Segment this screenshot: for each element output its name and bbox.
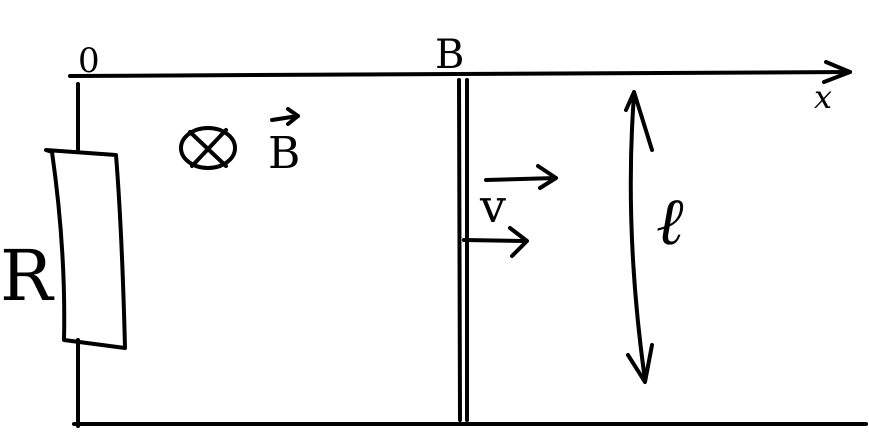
field-label: B	[268, 128, 300, 179]
top-rail	[68, 70, 852, 78]
rod-top-label: B	[435, 32, 464, 78]
origin-label: 0	[78, 41, 100, 81]
axis-label: x	[814, 78, 832, 116]
vector-arrow-icon	[270, 107, 300, 126]
vector-arrow-icon	[484, 164, 558, 190]
length-arrow	[628, 93, 647, 382]
velocity-arrow	[462, 226, 529, 258]
into-page-cross-circle-icon	[179, 126, 237, 170]
resistor-block	[44, 148, 127, 350]
length-arrowhead-bottom	[626, 343, 654, 384]
length-label: ℓ	[656, 183, 684, 260]
resistor-label: R	[0, 235, 55, 317]
axis-arrow-icon	[822, 60, 852, 84]
sliding-rod-left	[457, 78, 462, 422]
velocity-label: v	[479, 179, 506, 233]
length-arrowhead-top	[624, 90, 654, 152]
